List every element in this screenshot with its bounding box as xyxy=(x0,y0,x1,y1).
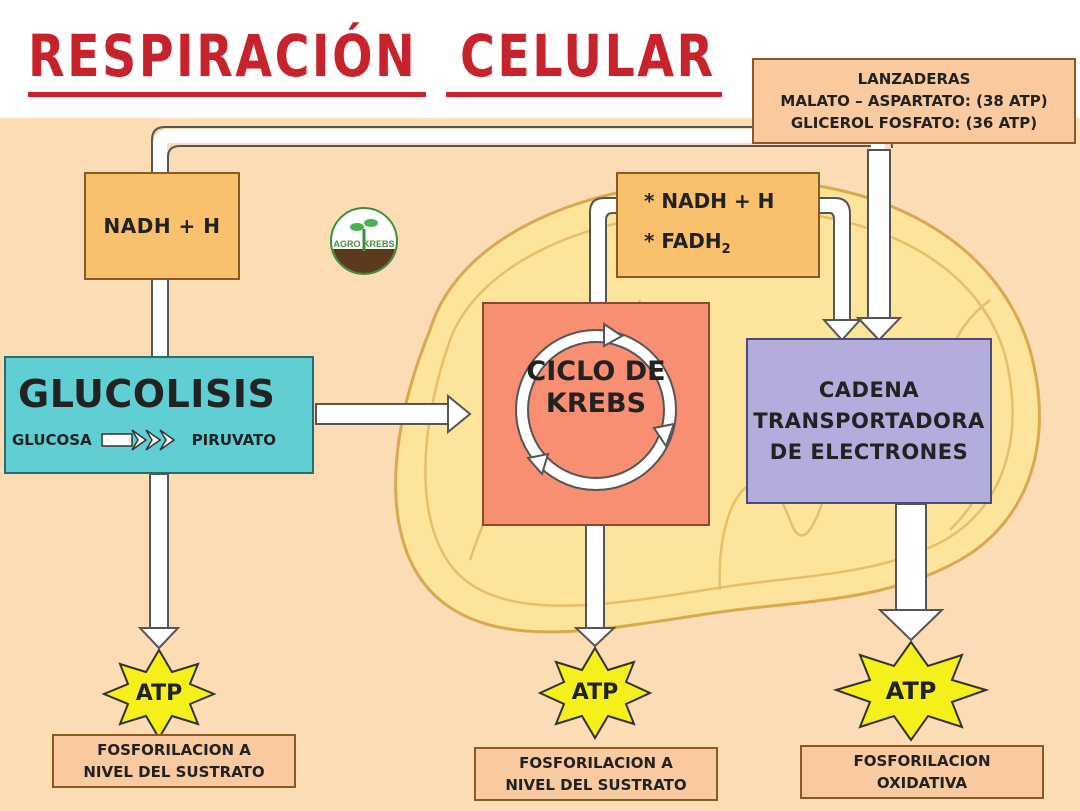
glucolisis-box: GLUCOLISIS GLUCOSA PIRUVATO xyxy=(4,356,314,474)
arrow-glucolisis-atp xyxy=(137,473,181,650)
output-1-line2: NIVEL DEL SUSTRATO xyxy=(83,763,265,781)
logo-text: AGRO KREBS xyxy=(333,239,395,249)
atp-starburst-2 xyxy=(537,646,653,740)
lanzaderas-title: LANZADERAS xyxy=(857,70,971,88)
arrow-into-cadena-right xyxy=(855,149,903,342)
cadena-line3: DE ELECTRONES xyxy=(769,439,969,464)
glucolisis-title: GLUCOLISIS xyxy=(18,372,276,416)
krebs-cycle-arrows-icon xyxy=(515,322,677,491)
arrow-cadena-atp xyxy=(877,503,945,642)
output-1-line1: FOSFORILACION A xyxy=(97,741,251,759)
lanzaderas-malato: MALATO – ASPARTATO: (38 ATP) xyxy=(780,92,1048,110)
glucosa-label: GLUCOSA xyxy=(12,431,92,449)
cadena-line2: TRANSPORTADORA xyxy=(753,408,985,433)
nadh-fadh-box: * NADH + H * FADH2 xyxy=(616,172,820,278)
title-word-celular: CELULAR xyxy=(460,22,716,90)
output-box-1: FOSFORILACION A NIVEL DEL SUSTRATO xyxy=(52,734,296,788)
output-2-line1: FOSFORILACION A xyxy=(519,754,673,772)
output-3-line2: OXIDATIVA xyxy=(876,774,968,792)
title-underline-2 xyxy=(446,92,722,97)
fadh-text: * FADH xyxy=(644,228,722,253)
nadh-glucolisis-connector xyxy=(151,277,169,359)
lanzaderas-box: LANZADERAS MALATO – ASPARTATO: (38 ATP) … xyxy=(752,58,1076,144)
arrow-nadh-cadena xyxy=(818,197,863,342)
krebs-line2: KREBS xyxy=(545,388,647,419)
output-3-line1: FOSFORILACION xyxy=(853,752,991,770)
arrow-glucolisis-krebs xyxy=(315,393,472,435)
title-underline-1 xyxy=(28,92,426,97)
cadena-line1: CADENA xyxy=(818,377,920,402)
krebs-label: CICLO DE KREBS xyxy=(526,356,665,420)
nadh-transfer-band xyxy=(153,129,885,325)
atp-label-2: ATP xyxy=(571,680,619,705)
krebs-line1: CICLO DE xyxy=(526,356,666,387)
nadh-left-label: NADH + H xyxy=(103,214,221,238)
agrokrebs-logo: AGRO KREBS xyxy=(330,207,398,275)
piruvato-label: PIRUVATO xyxy=(191,431,277,449)
krebs-nadh-loop xyxy=(589,197,618,302)
nadh-krebs-label: * NADH + H xyxy=(644,188,775,213)
atp-label-1: ATP xyxy=(135,681,183,706)
output-box-3: FOSFORILACION OXIDATIVA xyxy=(800,745,1044,799)
title-word-respiracion: RESPIRACIÓN xyxy=(28,22,418,90)
nadh-left-box: NADH + H xyxy=(84,172,240,280)
output-box-2: FOSFORILACION A NIVEL DEL SUSTRATO xyxy=(474,747,718,801)
glucolisis-reaction: GLUCOSA PIRUVATO xyxy=(12,428,276,452)
triple-arrow-icon xyxy=(100,429,175,451)
cadena-box: CADENA TRANSPORTADORA DE ELECTRONES xyxy=(746,338,992,504)
output-2-line2: NIVEL DEL SUSTRATO xyxy=(505,776,687,794)
fadh2-label: * FADH2 xyxy=(644,221,731,270)
lanzaderas-glicerol: GLICEROL FOSFATO: (36 ATP) xyxy=(790,114,1038,132)
atp-label-3: ATP xyxy=(885,677,937,705)
fadh-subscript: 2 xyxy=(721,241,731,257)
krebs-box: CICLO DE KREBS xyxy=(482,302,710,526)
atp-starburst-3 xyxy=(832,640,990,742)
